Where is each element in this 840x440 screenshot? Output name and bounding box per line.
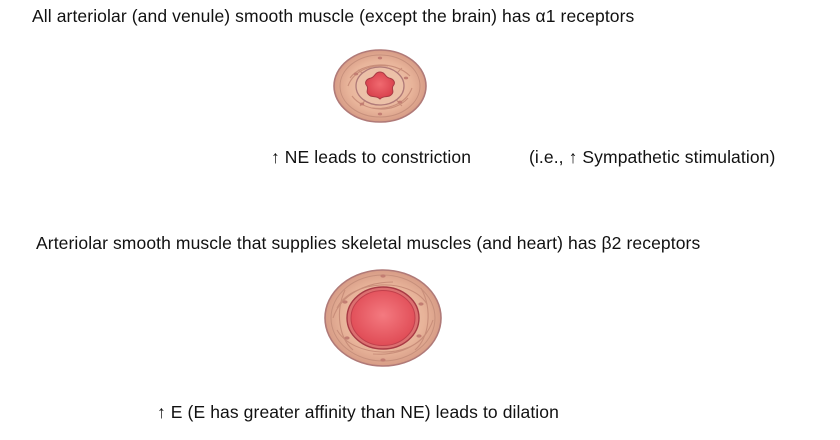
beta-effect: ↑ E (E has greater affinity than NE) lea…	[157, 402, 559, 422]
dilated-arteriole-illustration	[323, 268, 443, 368]
alpha-heading: All arteriolar (and venule) smooth muscl…	[32, 6, 635, 26]
vessel-outer-ring	[339, 54, 421, 118]
dilated-vessel-svg	[324, 269, 442, 367]
smooth-muscle-fibers	[332, 281, 434, 355]
constricted-lumen	[365, 71, 395, 100]
alpha-note: (i.e., ↑ Sympathetic stimulation)	[529, 147, 776, 167]
alpha-effect: ↑ NE leads to constriction	[271, 147, 472, 167]
constricted-vessel-svg	[333, 49, 427, 123]
constricted-arteriole-illustration	[332, 48, 428, 124]
muscle-cell-nuclei	[342, 274, 424, 362]
dilated-lumen	[350, 290, 416, 346]
muscle-cell-nuclei	[353, 56, 409, 116]
beta-heading: Arteriolar smooth muscle that supplies s…	[36, 233, 701, 253]
